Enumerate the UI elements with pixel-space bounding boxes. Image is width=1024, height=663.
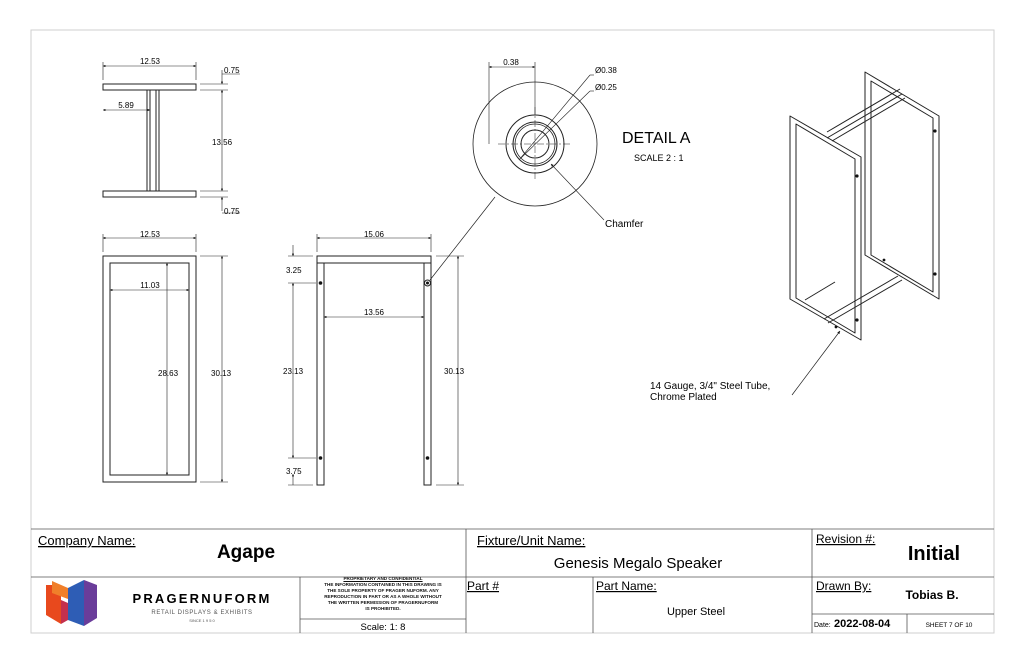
callout-leader-line xyxy=(791,330,841,396)
dim-detail-inner-dia: Ø0.25 xyxy=(595,83,617,92)
sheet-number: SHEET 7 OF 10 xyxy=(926,622,973,629)
legal-notice-line: THE SOLE PROPERTY OF PRAGER NUFORM. ANY xyxy=(327,588,439,593)
dim-side-bottom-offset: 3.75 xyxy=(286,467,302,476)
drawn-by-value: Tobias B. xyxy=(905,588,958,602)
side-view-holes xyxy=(318,281,430,460)
side-view xyxy=(316,255,432,486)
legal-notice-line: THE WRITTEN PERMISSION OF PRAGERNUFORM xyxy=(327,600,439,605)
dim-side-height: 30.13 xyxy=(444,367,465,376)
drawn-by-label: Drawn By: xyxy=(816,579,871,593)
company-name-value: Agape xyxy=(217,542,275,563)
side-view-dimensions xyxy=(288,234,464,486)
dim-side-hole-spacing: 23.13 xyxy=(283,367,304,376)
i-beam-dimensions xyxy=(102,62,240,214)
legal-notice-line: IS PROHIBITED. xyxy=(365,606,401,611)
part-name-value: Upper Steel xyxy=(667,606,725,618)
dim-detail-outer-dia: Ø0.38 xyxy=(595,66,617,75)
date-value: 2022-08-04 xyxy=(834,618,891,630)
i-beam-section-view xyxy=(102,83,197,198)
detail-leader-line xyxy=(429,196,496,281)
dim-detail-offset: 0.38 xyxy=(503,58,519,67)
dim-top-width: 12.53 xyxy=(140,57,161,66)
logo-tagline: RETAIL DISPLAYS & EXHIBITS xyxy=(151,610,252,616)
legal-notice: PROPRIETARY AND CONFIDENTIAL THE INFORMA… xyxy=(300,576,466,612)
dim-front-height: 30.13 xyxy=(211,369,232,378)
revision-value: Initial xyxy=(908,543,960,565)
detail-title: DETAIL A xyxy=(622,130,691,147)
dim-side-top-offset: 3.25 xyxy=(286,266,302,275)
pragernuform-logo-mark xyxy=(46,580,97,626)
chamfer-label: Chamfer xyxy=(605,219,644,230)
scale-text: Scale: 1: 8 xyxy=(361,622,406,633)
dim-flange-top: 0.75 xyxy=(224,66,240,75)
logo-name: PRAGERNUFORM xyxy=(132,591,271,606)
title-block xyxy=(31,528,994,633)
part-number-label: Part # xyxy=(467,579,499,593)
detail-a-dimensions xyxy=(488,62,605,221)
callout-line-1: 14 Gauge, 3/4" Steel Tube, xyxy=(650,381,770,392)
dim-section-height: 13.56 xyxy=(212,138,233,147)
dim-side-inner-width: 13.56 xyxy=(364,308,385,317)
fixture-name-value: Genesis Megalo Speaker xyxy=(554,555,722,572)
isometric-view xyxy=(789,71,940,341)
revision-label: Revision #: xyxy=(816,532,875,546)
sheet-border xyxy=(30,29,995,634)
part-name-label: Part Name: xyxy=(596,579,657,593)
dim-front-inner-height: 28.63 xyxy=(158,369,179,378)
legal-notice-line: THE INFORMATION CONTAINED IN THIS DRAWIN… xyxy=(324,582,442,587)
legal-notice-line: REPRODUCTION IN PART OR AS A WHOLE WITHO… xyxy=(324,594,442,599)
detail-scale: SCALE 2 : 1 xyxy=(634,153,684,163)
dim-front-inner-width: 11.03 xyxy=(140,281,160,290)
logo-since: SINCE 1 9 5 0 xyxy=(189,618,215,623)
date-label: Date: xyxy=(814,622,831,629)
dim-web-offset: 5.89 xyxy=(118,101,134,110)
front-view xyxy=(102,255,197,483)
isometric-holes xyxy=(834,129,937,329)
dim-side-width: 15.06 xyxy=(364,230,385,239)
front-view-dimensions xyxy=(102,234,228,483)
company-name-label: Company Name: xyxy=(38,533,136,548)
dim-flange-bottom: 0.75 xyxy=(224,207,240,216)
legal-notice-heading: PROPRIETARY AND CONFIDENTIAL xyxy=(343,576,423,581)
dim-front-width: 12.53 xyxy=(140,230,161,239)
fixture-name-label: Fixture/Unit Name: xyxy=(477,533,585,548)
callout-line-2: Chrome Plated xyxy=(650,392,717,403)
